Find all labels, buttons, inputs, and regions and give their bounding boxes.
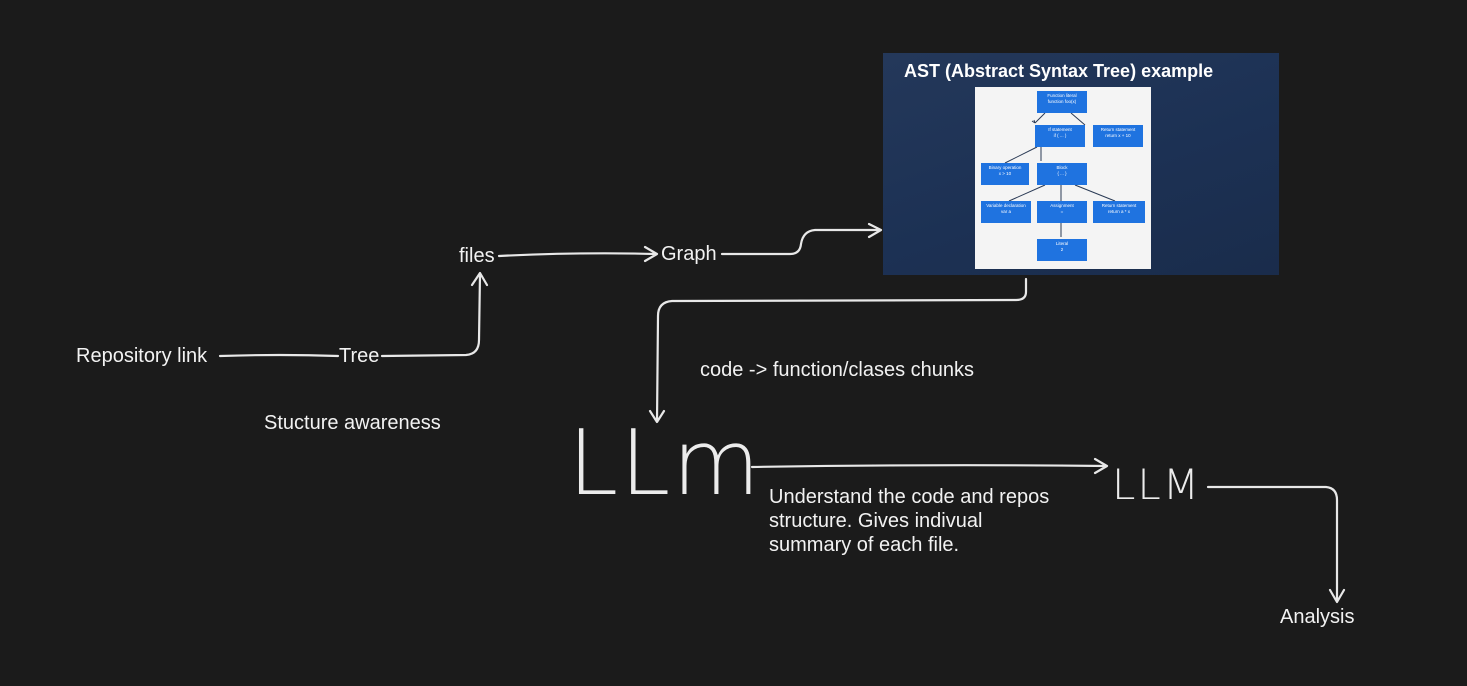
code-chunks-label: code -> function/clases chunks — [700, 359, 975, 381]
analysis-label: Analysis — [1280, 606, 1355, 628]
understand-line-1: Understand the code and repos — [769, 486, 1050, 508]
ast-node-return-statement-bottom: Return statement return a * x — [1093, 201, 1145, 223]
arrow-repo-to-tree — [218, 353, 340, 358]
files-label: files — [459, 245, 495, 267]
ast-example-image: AST (Abstract Syntax Tree) example Funct… — [883, 53, 1279, 275]
ast-node-binary-operation: Binary operation x > 10 — [981, 163, 1029, 185]
llm-primary-label: LLm — [568, 411, 762, 516]
ast-node-return-statement-top: Return statement return x + 10 — [1093, 125, 1143, 147]
structure-awareness-label: Stucture awareness — [264, 412, 441, 434]
arrow-graph-to-ast — [720, 222, 883, 256]
arrow-files-to-graph — [497, 245, 659, 263]
arrow-llm-to-llm — [750, 457, 1109, 475]
ast-edges — [1004, 112, 1116, 237]
understand-line-3: summary of each file. — [769, 534, 960, 556]
ast-node-literal: Literal 2 — [1037, 239, 1087, 261]
ast-node-block: Block { ... } — [1037, 163, 1087, 185]
ast-title: AST (Abstract Syntax Tree) example — [904, 61, 1214, 81]
graph-label: Graph — [661, 243, 717, 265]
arrow-llm-to-analysis — [1206, 485, 1346, 604]
ast-diagram-panel: Function literal function foo(x) If stat… — [975, 87, 1151, 269]
ast-node-assignment: Assignment = — [1037, 201, 1087, 223]
ast-node-if-statement: If statement if ( ... ) — [1035, 125, 1085, 147]
ast-node-function-literal: Function literal function foo(x) — [1037, 91, 1087, 113]
tree-label: Tree — [339, 345, 380, 367]
repository-link-label: Repository link — [76, 345, 208, 367]
ast-node-variable-declaration: Variable declaration var a — [981, 201, 1031, 223]
arrow-tree-to-files — [380, 271, 489, 358]
understand-line-2: structure. Gives indivual — [769, 510, 983, 532]
llm-secondary-label: LLM — [1112, 460, 1202, 509]
arrow-ast-to-llm — [648, 277, 1028, 424]
